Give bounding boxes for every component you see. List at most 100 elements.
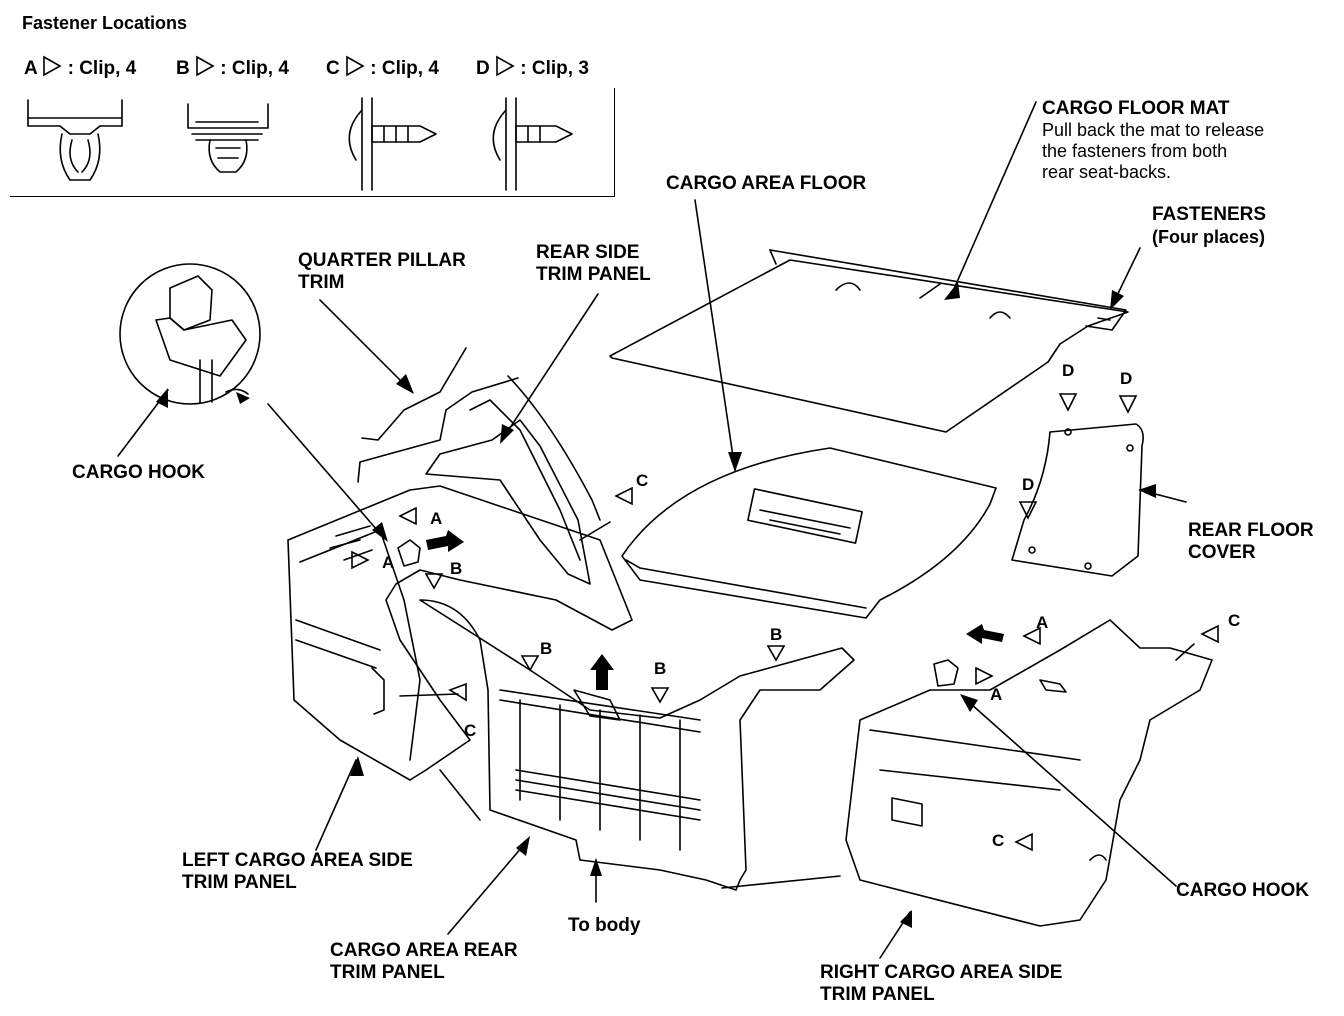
legend-letter: C bbox=[326, 58, 340, 79]
label-cargo-hook-left: CARGO HOOK bbox=[72, 462, 205, 483]
clip-c-triangle-icon bbox=[614, 486, 633, 506]
clip-detail-inset bbox=[10, 88, 615, 197]
legend-letter: D bbox=[476, 58, 490, 79]
clip-b-triangle-icon bbox=[424, 573, 444, 590]
arrowhead-icon bbox=[590, 858, 602, 876]
label-cargo-area-floor: CARGO AREA FLOOR bbox=[666, 173, 867, 194]
right-cargo-side-trim-panel bbox=[845, 619, 1213, 927]
callout-letter-b: B bbox=[540, 639, 553, 658]
callout-letter-d: D bbox=[1062, 361, 1075, 380]
arrowhead-icon bbox=[1110, 290, 1124, 310]
quarter-pillar-and-rear-side-trim bbox=[357, 347, 601, 585]
cargo-area-floor bbox=[621, 447, 997, 619]
clip-a-triangle-icon bbox=[1022, 626, 1041, 646]
clip-d-triangle-icon bbox=[1018, 501, 1038, 520]
clip-b-triangle-icon bbox=[766, 645, 786, 662]
callout-letter-d: D bbox=[1022, 475, 1035, 494]
label-cargo-area-rear-trim-panel: CARGO AREA REAR TRIM PANEL bbox=[330, 940, 518, 983]
leader-line bbox=[579, 521, 611, 541]
clip-b-detail-icon bbox=[187, 103, 269, 173]
callout-letter-a: A bbox=[990, 685, 1003, 704]
leader-line bbox=[961, 695, 1177, 887]
label-fasteners-note: (Four places) bbox=[1152, 227, 1266, 247]
callout-letter-d: D bbox=[1120, 369, 1133, 388]
clip-triangle-icon bbox=[496, 55, 515, 77]
label-right-cargo-area-side-trim-panel: RIGHT CARGO AREA SIDE TRIM PANEL bbox=[820, 962, 1063, 1005]
callout-letter-b: B bbox=[770, 625, 783, 644]
diagram-title: Fastener Locations bbox=[22, 13, 188, 33]
leader-line bbox=[267, 403, 385, 539]
clip-c-triangle-icon bbox=[1014, 832, 1033, 852]
clip-a-detail-icon bbox=[27, 99, 123, 181]
legend-text: : Clip, 4 bbox=[370, 58, 439, 79]
callout-letter-a: A bbox=[430, 509, 443, 528]
callout-letter-a: A bbox=[382, 553, 395, 572]
legend-text: : Clip, 4 bbox=[67, 58, 137, 79]
cargo-hook-left bbox=[397, 539, 421, 567]
label-cargo-floor-mat-note: Pull back the mat to release the fastene… bbox=[1042, 120, 1265, 182]
label-to-body: To body bbox=[568, 915, 641, 936]
removal-arrow-icon bbox=[966, 624, 1004, 644]
clip-a-triangle-icon bbox=[398, 506, 417, 526]
arrowhead-icon bbox=[944, 282, 960, 300]
legend-item-c: C : Clip, 4 bbox=[326, 55, 439, 80]
leader-line bbox=[1175, 643, 1195, 661]
arrowhead-icon bbox=[236, 392, 250, 404]
legend-item-d: D : Clip, 3 bbox=[476, 55, 589, 80]
arrowhead-icon bbox=[500, 424, 514, 444]
left-cargo-side-trim-panel bbox=[287, 485, 633, 781]
clip-b-triangle-icon bbox=[520, 655, 540, 672]
clip-a-triangle-icon bbox=[351, 550, 370, 570]
cargo-area-rear-trim-panel bbox=[419, 599, 855, 891]
callout-letter-c: C bbox=[464, 721, 477, 740]
cargo-hook-right bbox=[933, 659, 959, 687]
leader-line bbox=[319, 299, 413, 393]
arrowhead-icon bbox=[396, 374, 414, 394]
clip-triangle-icon bbox=[346, 55, 365, 77]
clip-d-triangle-icon bbox=[1118, 395, 1138, 414]
clip-b-triangle-icon bbox=[650, 687, 670, 704]
leader-line bbox=[439, 769, 481, 821]
arrowhead-icon bbox=[350, 756, 364, 776]
label-left-cargo-area-side-trim-panel: LEFT CARGO AREA SIDE TRIM PANEL bbox=[182, 850, 413, 893]
callout-letter-b: B bbox=[450, 559, 463, 578]
label-cargo-floor-mat: CARGO FLOOR MAT bbox=[1042, 98, 1230, 119]
arrowhead-icon bbox=[1138, 484, 1156, 498]
cargo-floor-mat bbox=[609, 249, 1129, 433]
legend-letter: A bbox=[24, 58, 38, 79]
clip-triangle-icon bbox=[196, 55, 215, 77]
cargo-hook-left-magnified bbox=[119, 263, 261, 405]
clip-d-detail-icon bbox=[492, 97, 573, 191]
arrowhead-icon bbox=[900, 910, 912, 928]
removal-arrow-icon bbox=[426, 530, 464, 552]
arrowhead-icon bbox=[156, 388, 168, 408]
removal-arrow-icon bbox=[590, 654, 614, 690]
label-fasteners: FASTENERS bbox=[1152, 204, 1267, 225]
leader-line bbox=[694, 199, 736, 471]
clip-c-detail-icon bbox=[348, 97, 437, 191]
legend-item-b: B : Clip, 4 bbox=[176, 55, 289, 80]
callout-letter-c: C bbox=[636, 471, 649, 490]
leader-line bbox=[399, 693, 459, 697]
callout-letter-b: B bbox=[654, 659, 667, 678]
clip-d-triangle-icon bbox=[1058, 393, 1078, 412]
legend-text: : Clip, 4 bbox=[220, 58, 289, 79]
callout-letter-c: C bbox=[1228, 611, 1241, 630]
arrowhead-icon bbox=[372, 522, 388, 542]
label-rear-side-trim-panel: REAR SIDE TRIM PANEL bbox=[536, 242, 651, 285]
leader-line bbox=[315, 759, 357, 851]
legend-item-a: A : Clip, 4 bbox=[24, 55, 136, 80]
callout-letter-c: C bbox=[992, 831, 1005, 850]
clip-a-triangle-icon bbox=[975, 666, 994, 686]
clip-triangle-icon bbox=[43, 55, 62, 77]
label-quarter-pillar-trim: QUARTER PILLAR TRIM bbox=[298, 250, 466, 293]
clip-c-triangle-icon bbox=[1200, 624, 1219, 644]
label-rear-floor-cover: REAR FLOOR COVER bbox=[1188, 520, 1314, 563]
clip-c-triangle-icon bbox=[448, 682, 467, 702]
label-cargo-hook-right: CARGO HOOK bbox=[1176, 880, 1309, 901]
leader-line bbox=[721, 875, 841, 889]
leader-line bbox=[501, 293, 599, 441]
arrowhead-icon bbox=[728, 452, 742, 472]
rear-floor-cover bbox=[1011, 423, 1144, 577]
leader-line bbox=[949, 101, 1037, 299]
